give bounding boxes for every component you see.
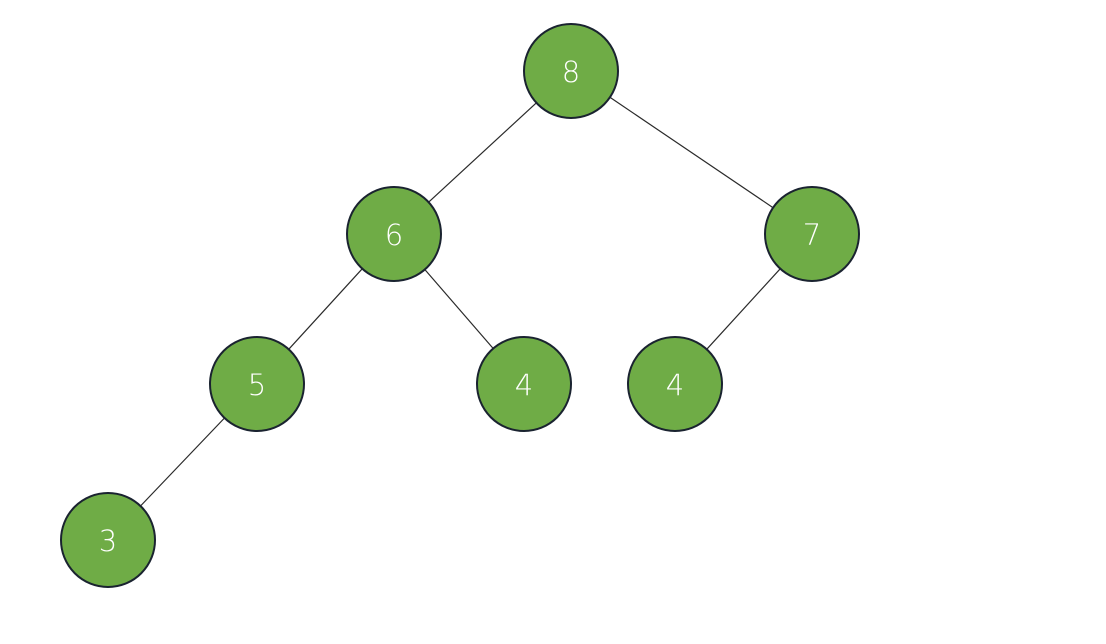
tree-node-circle bbox=[627, 336, 723, 432]
tree-node-label: 6 bbox=[385, 218, 403, 252]
tree-node-circle bbox=[764, 186, 860, 282]
tree-node-n4a: 4 bbox=[476, 336, 572, 432]
tree-node-n3: 3 bbox=[60, 492, 156, 588]
tree-node-label: 7 bbox=[803, 218, 821, 252]
tree-node-n6: 6 bbox=[346, 186, 442, 282]
tree-node-circle bbox=[346, 186, 442, 282]
tree-nodes: 8 6 7 5 4 4 3 bbox=[60, 23, 860, 588]
tree-node-n5: 5 bbox=[209, 336, 305, 432]
tree-node-circle bbox=[476, 336, 572, 432]
tree-node-circle bbox=[60, 492, 156, 588]
tree-node-label: 4 bbox=[515, 368, 533, 402]
tree-node-label: 3 bbox=[99, 524, 117, 558]
tree-edge-n8-n7 bbox=[609, 96, 774, 209]
tree-node-label: 8 bbox=[562, 55, 580, 89]
tree-edge-n8-n6 bbox=[428, 102, 537, 203]
tree-node-n8: 8 bbox=[523, 23, 619, 119]
tree-node-label: 5 bbox=[248, 368, 266, 402]
tree-node-circle bbox=[523, 23, 619, 119]
tree-node-n7: 7 bbox=[764, 186, 860, 282]
tree-edge-n7-n4b bbox=[706, 268, 781, 350]
tree-edge-n5-n3 bbox=[140, 417, 225, 507]
tree-edge-n6-n4a bbox=[424, 269, 494, 349]
tree-node-n4b: 4 bbox=[627, 336, 723, 432]
tree-edge-n6-n5 bbox=[288, 268, 363, 350]
tree-node-circle bbox=[209, 336, 305, 432]
tree-node-label: 4 bbox=[666, 368, 684, 402]
tree-edges bbox=[140, 96, 781, 507]
